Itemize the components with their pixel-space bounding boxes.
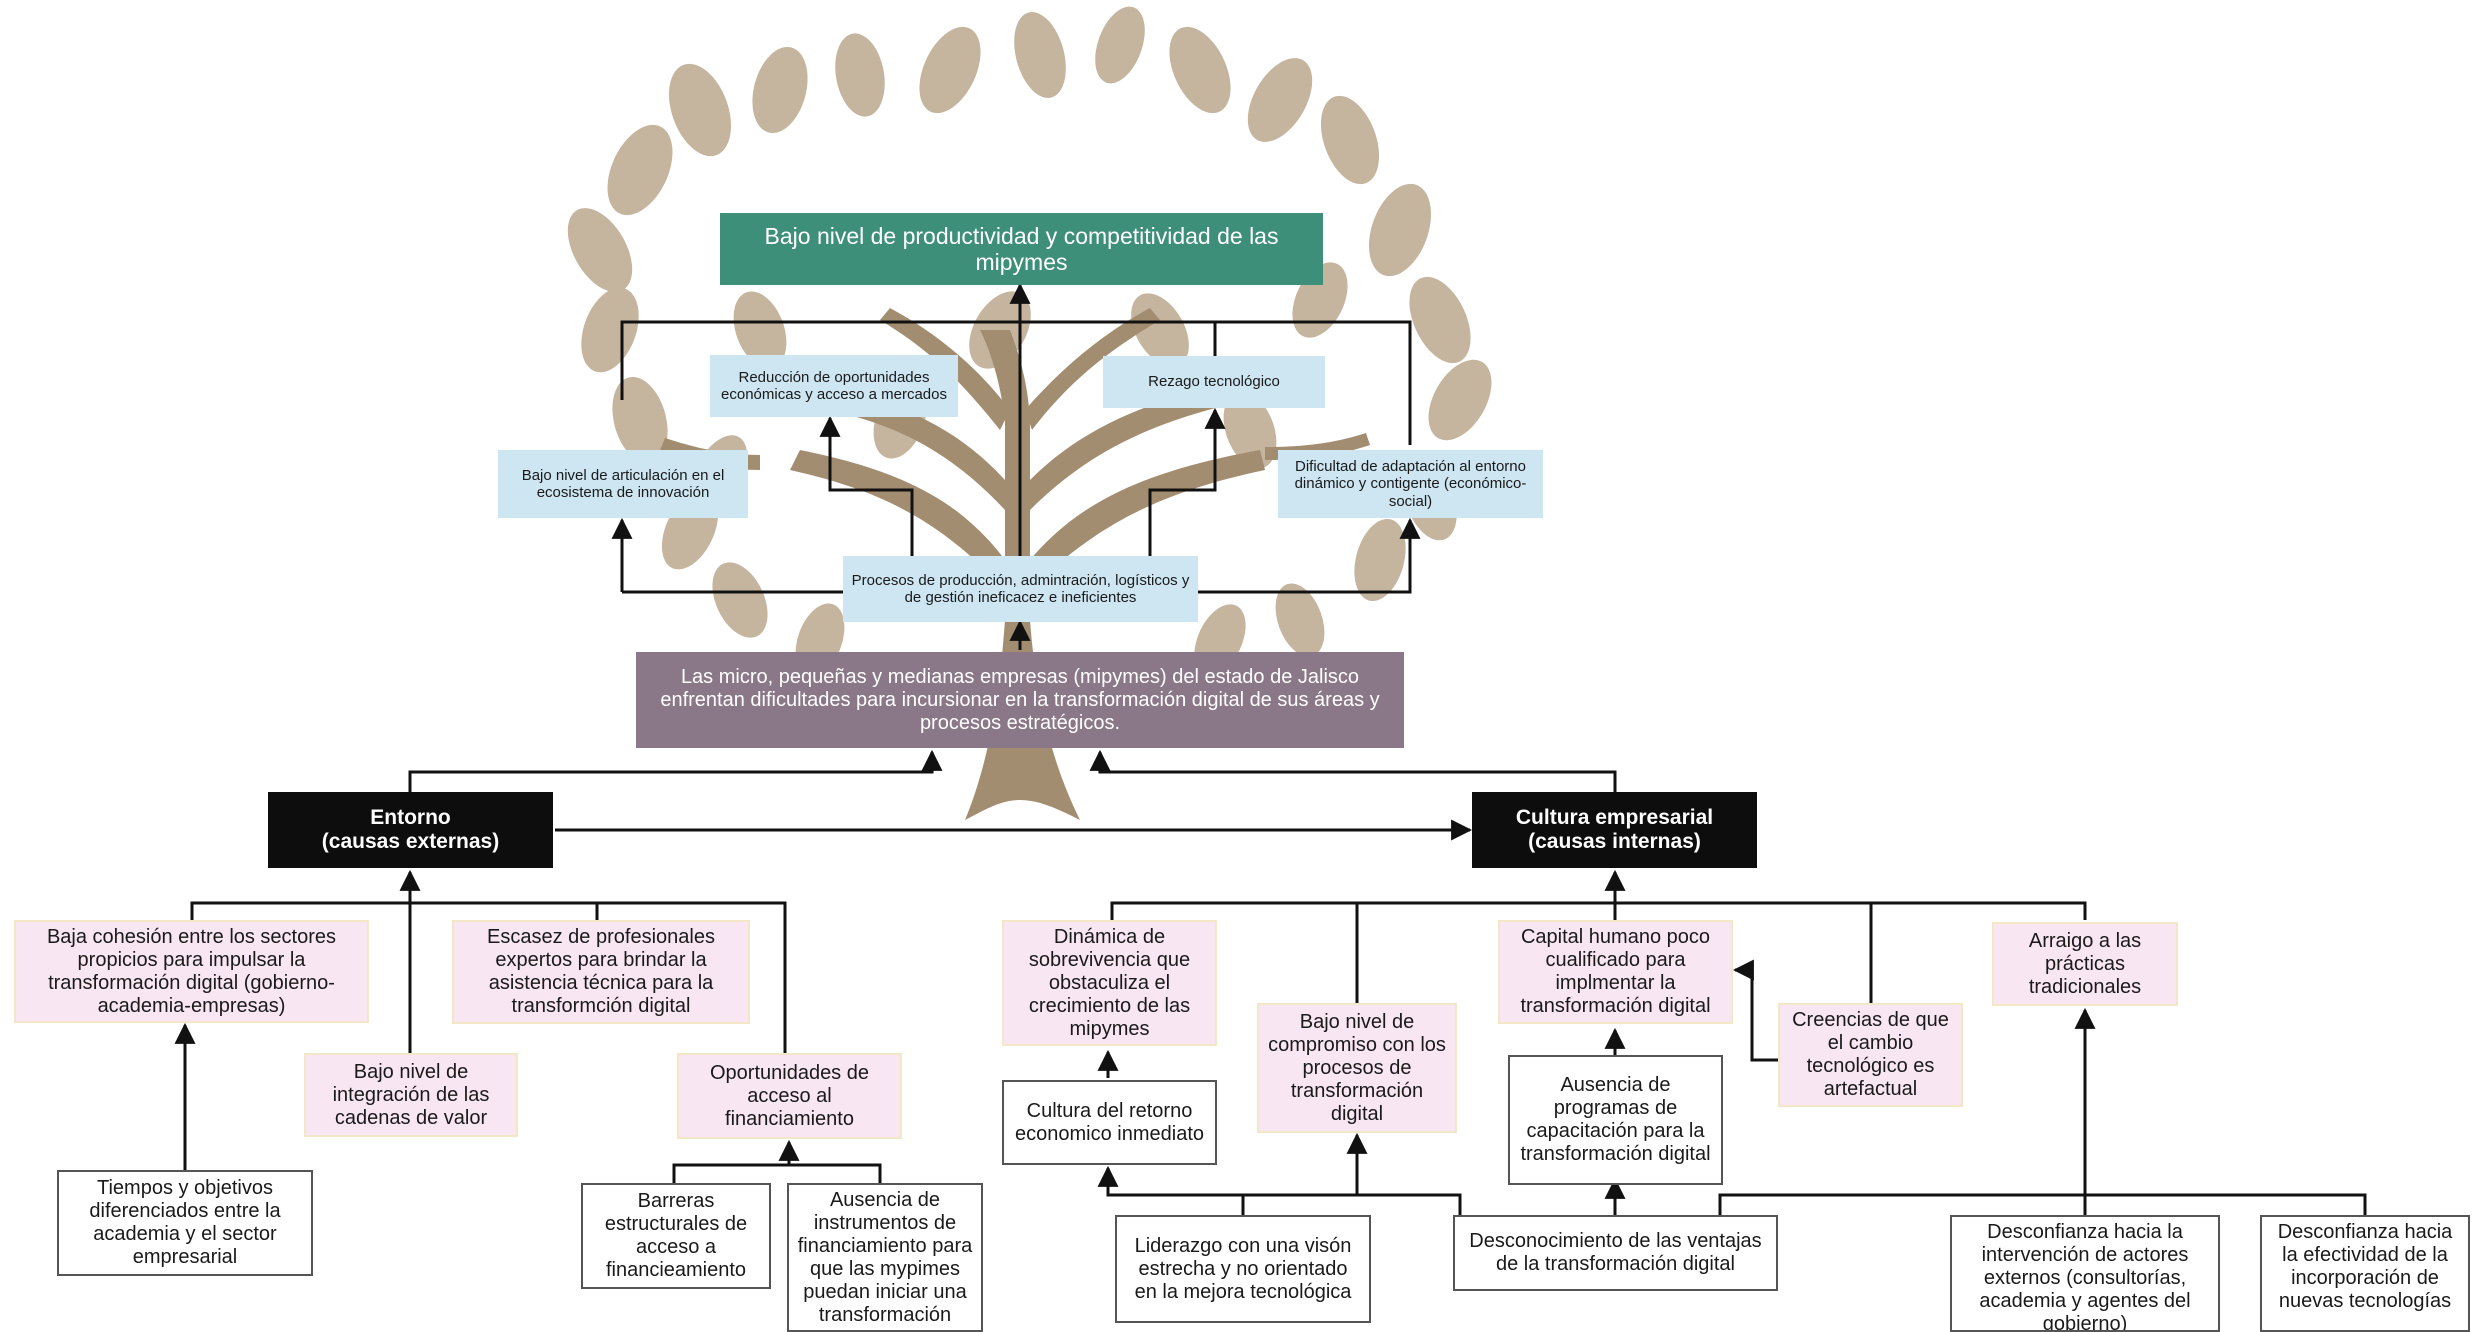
cause-creencias: Creencias de que el cambio tecnológico e…	[1778, 1003, 1963, 1107]
connector-liderazgo-elbow	[1097, 1165, 1245, 1215]
sub-cause-ausencia-instrumentos: Ausencia de instrumentos de financiamien…	[787, 1183, 983, 1332]
connectors	[174, 282, 2367, 1215]
sub-cause-retorno: Cultura del retorno economico inmediato	[1002, 1080, 1217, 1165]
consequence-articulacion: Bajo nivel de articulación en el ecosist…	[498, 450, 748, 518]
connector-financiamiento-subs	[672, 1142, 882, 1183]
cause-cohesion: Baja cohesión entre los sectores propici…	[14, 920, 369, 1023]
cause-arraigo: Arraigo a las prácticas tradicionales	[1992, 922, 2178, 1006]
connector-cultura-to-problem	[1089, 749, 1617, 792]
cause-financiamiento: Oportunidades de acceso al financiamient…	[677, 1053, 902, 1139]
connector-entorno-branches	[190, 901, 787, 1053]
sub-cause-desconocimiento: Desconocimiento de las ventajas de la tr…	[1453, 1215, 1778, 1291]
central-problem-box: Las micro, pequeñas y medianas empresas …	[636, 652, 1404, 748]
cause-compromiso: Bajo nivel de compromiso con los proceso…	[1257, 1003, 1457, 1133]
connector-creencias-to-capital	[1732, 959, 1778, 1062]
consequence-oportunidades: Reducción de oportunidades económicas y …	[710, 355, 958, 417]
connector-cultura-branches	[1110, 901, 2087, 920]
entorno-header: Entorno (causas externas)	[268, 792, 553, 868]
connector-entorno-to-problem	[408, 749, 943, 792]
cultura-header: Cultura empresarial (causas internas)	[1472, 792, 1757, 868]
sub-cause-desconfianza-actores: Desconfianza hacia la intervención de ac…	[1950, 1215, 2220, 1332]
connector-desconocimiento-compromiso	[1357, 1193, 1462, 1215]
cause-dinamica: Dinámica de sobrevivencia que obstaculiz…	[1002, 920, 1217, 1046]
connector-desconocimiento-right	[1718, 1193, 2367, 1215]
consequence-rezago: Rezago tecnológico	[1103, 356, 1325, 408]
connector-top-bracket-right	[1215, 320, 1412, 445]
consequence-procesos: Procesos de producción, admintración, lo…	[843, 556, 1198, 622]
cause-escasez: Escasez de profesionales expertos para b…	[452, 920, 750, 1024]
sub-cause-ausencia-programas: Ausencia de programas de capacitación pa…	[1508, 1055, 1723, 1185]
cause-integracion: Bajo nivel de integración de las cadenas…	[304, 1053, 518, 1137]
connector-rezago-elbow	[1148, 407, 1226, 560]
connector-oportunidades-elbow	[819, 415, 914, 560]
connector-liderazgo-compromiso	[1243, 1132, 1368, 1197]
sub-cause-liderazgo: Liderazgo con una visón estrecha y no or…	[1115, 1215, 1371, 1323]
sub-cause-desconfianza-efectividad: Desconfianza hacia la efectividad de la …	[2260, 1215, 2470, 1332]
cause-capital: Capital humano poco cualificado para imp…	[1498, 920, 1733, 1024]
sub-cause-tiempos: Tiempos y objetivos diferenciados entre …	[57, 1170, 313, 1276]
consequence-adaptacion: Dificultad de adaptación al entorno diná…	[1278, 450, 1543, 518]
effect-box: Bajo nivel de productividad y competitiv…	[720, 213, 1323, 285]
sub-cause-barreras: Barreras estructurales de acceso a finan…	[581, 1183, 771, 1289]
